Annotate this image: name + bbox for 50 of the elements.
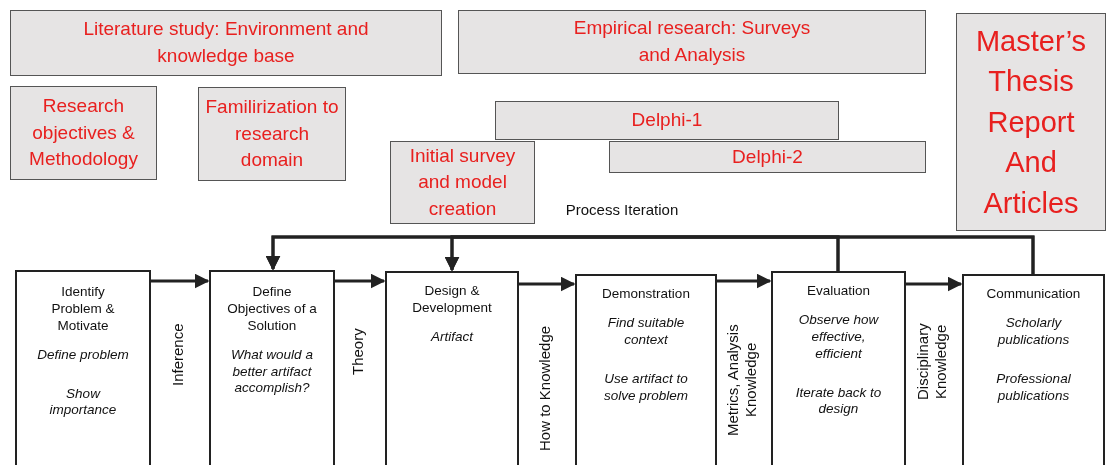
arrow (151, 273, 210, 289)
step-activity: Scholarly publications (996, 314, 1071, 349)
step-activity: Observe how effective, efficient (797, 311, 880, 363)
knowledge-label: Theory (349, 327, 367, 378)
step-activity: Show importance (48, 385, 118, 420)
step-activity: Professional publications (995, 370, 1072, 405)
phase-box (609, 141, 926, 173)
step-activity: Iterate back to design (794, 384, 883, 419)
knowledge-label: Disciplinary Knowledge (914, 322, 950, 403)
process-step-box (209, 270, 335, 465)
phase-label: Delphi-2 (732, 144, 803, 169)
step-title: Demonstration (602, 286, 690, 303)
arrow (519, 276, 576, 292)
iteration-label: Process Iteration (565, 201, 679, 219)
phase-label: Research objectives & Methodology (28, 94, 139, 172)
phase-box (10, 10, 442, 76)
arrow (717, 273, 772, 289)
phase-box (458, 10, 926, 74)
phase-box (390, 141, 535, 224)
step-title: Design & Development (411, 283, 493, 317)
step-activity: Artifact (431, 328, 473, 346)
phase-label: Empirical research: Surveys and Analysis (572, 16, 812, 67)
step-title: Evaluation (806, 283, 870, 300)
phase-label: Familirization to research domain (204, 95, 340, 173)
phase-label: Master’s Thesis Report And Articles (974, 23, 1088, 221)
arrow (444, 235, 1035, 274)
step-activity: Find suitable context (606, 314, 686, 349)
phase-box (956, 13, 1106, 231)
step-title: Identify Problem & Motivate (50, 284, 116, 335)
process-step-box (575, 274, 717, 465)
phase-box (495, 101, 839, 140)
step-activity: Use artifact to solve problem (602, 370, 689, 405)
process-step-box (15, 270, 151, 465)
knowledge-label: Inference (169, 322, 187, 389)
arrow (335, 273, 386, 289)
phase-label: Delphi-1 (631, 108, 703, 133)
knowledge-label: How to Knowledge (536, 324, 554, 453)
phase-label: Initial survey and model creation (408, 143, 517, 221)
process-step-box (385, 271, 519, 465)
phase-box (10, 86, 157, 180)
phase-label: Literature study: Environment and knowledge base (82, 17, 370, 68)
step-activity: Define problem (37, 346, 129, 364)
process-step-box (962, 274, 1105, 465)
step-title: Communication (986, 286, 1081, 303)
step-activity: What would a better artifact accomplish? (230, 346, 314, 398)
process-step-box (771, 271, 906, 465)
knowledge-label: Metrics, Analysis Knowledge (724, 323, 760, 438)
step-title: Define Objectives of a Solution (226, 284, 318, 335)
phase-box (198, 87, 346, 181)
arrow (906, 276, 963, 292)
